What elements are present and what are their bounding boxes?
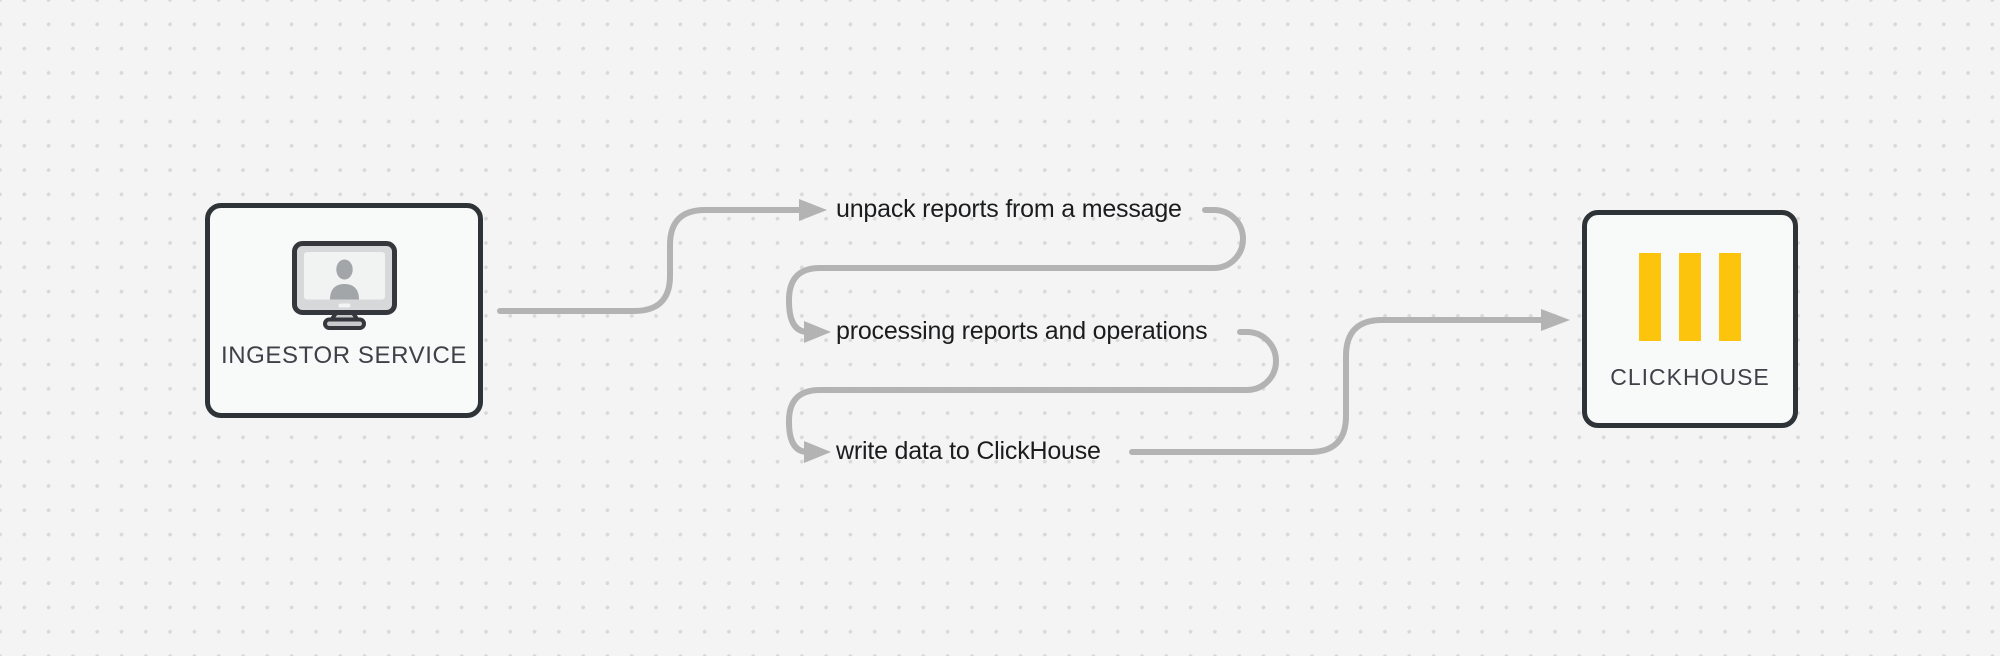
- connector-step3-to-clickhouse: [1129, 317, 1545, 455]
- node-ingestor-service: INGESTOR SERVICE: [205, 203, 483, 418]
- arrowhead-icon: [804, 321, 831, 343]
- clickhouse-logo-bar: [1679, 253, 1701, 341]
- step-label-unpack-reports: unpack reports from a message: [836, 195, 1182, 223]
- arrowhead-icon: [804, 441, 831, 463]
- node-clickhouse: CLICKHOUSE: [1582, 210, 1798, 428]
- monitor-user-icon: [291, 241, 397, 330]
- connector-step2-to-step3: [786, 329, 1279, 455]
- step-label-processing-reports: processing reports and operations: [836, 317, 1208, 345]
- ingestor-node-label: INGESTOR SERVICE: [220, 342, 468, 369]
- connector-step1-to-step2: [786, 207, 1246, 335]
- connector-ingestor-to-step1: [497, 207, 804, 314]
- clickhouse-node-label: CLICKHOUSE: [1610, 364, 1770, 390]
- step-label-write-data: write data to ClickHouse: [836, 437, 1101, 465]
- clickhouse-logo-icon: [1639, 253, 1741, 341]
- clickhouse-logo-bar: [1639, 253, 1661, 341]
- arrowhead-icon: [799, 199, 827, 221]
- arrowhead-icon: [1541, 309, 1570, 331]
- clickhouse-logo-bar: [1719, 253, 1741, 341]
